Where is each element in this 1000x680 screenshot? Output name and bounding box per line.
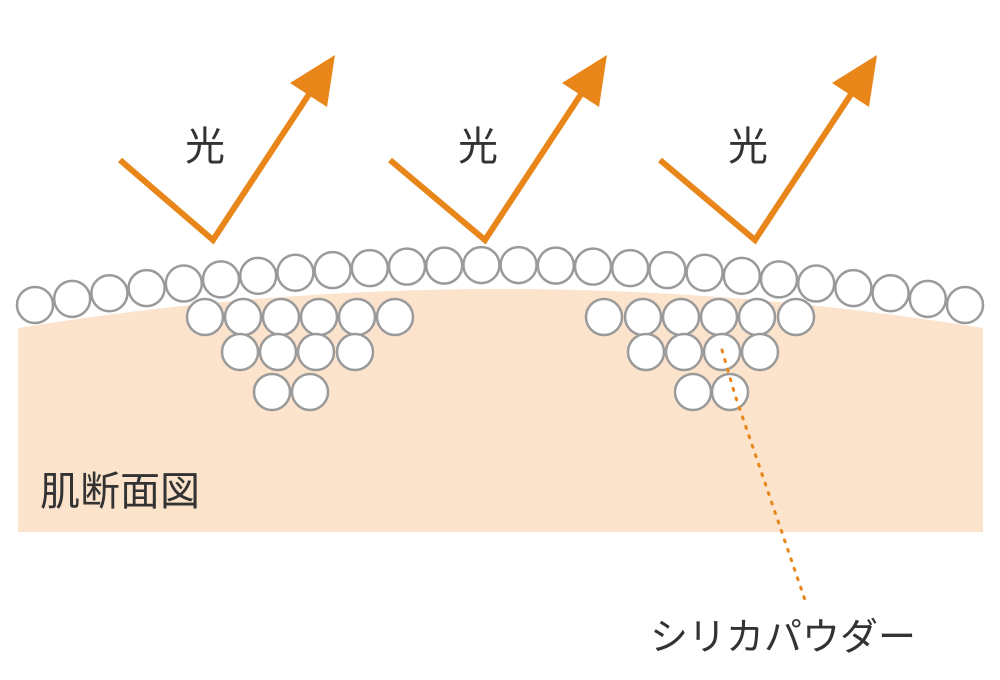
silica-particle: [710, 372, 750, 412]
silica-particle: [908, 279, 948, 319]
silica-particle: [337, 297, 377, 337]
silica-particle: [201, 260, 241, 299]
silica-particle: [685, 253, 724, 292]
light-arrow-1: [118, 68, 328, 245]
silica-particle: [699, 297, 739, 337]
silica-particle: [661, 297, 701, 337]
silica-particle: [722, 256, 762, 296]
silica-particle: [573, 247, 613, 286]
skin-section-label: 肌断面図: [40, 469, 200, 515]
silica-particle: [648, 250, 687, 290]
silica-particle: [220, 332, 260, 372]
silica-particle: [536, 246, 576, 285]
silica-particle: [276, 253, 315, 292]
silica-particle: [626, 332, 666, 372]
silica-particle: [740, 332, 780, 372]
silica-particle: [424, 246, 464, 285]
silica-particle: [664, 332, 704, 372]
silica-particle: [258, 332, 298, 372]
silica-particle: [375, 297, 415, 337]
silica-particle: [15, 285, 55, 325]
silica-particle: [290, 372, 330, 412]
light-arrow-2: [388, 68, 600, 245]
silica-particle: [610, 248, 650, 288]
silica-particle: [238, 256, 278, 296]
silica-particle: [584, 297, 624, 337]
silica-particle: [759, 260, 799, 299]
silica-particle: [185, 297, 225, 337]
silica-particle: [776, 297, 816, 337]
arrowhead-icon: [562, 55, 607, 107]
silica-particle: [252, 372, 292, 412]
silica-particle: [52, 279, 92, 319]
silica-particle: [299, 297, 339, 337]
silica-particle: [737, 297, 777, 337]
light-arrows: [118, 55, 877, 245]
silica-particle: [296, 332, 336, 372]
silica-particle: [796, 264, 836, 303]
light-label-1: 光: [185, 124, 225, 170]
light-label-3: 光: [728, 124, 768, 170]
silica-particle: [261, 297, 301, 337]
silica-particle: [462, 245, 501, 285]
silica-particle: [623, 297, 663, 337]
silica-particle: [871, 273, 910, 313]
light-label-2: 光: [458, 124, 498, 170]
silica-particle: [834, 268, 873, 308]
silica-particles: [15, 245, 985, 412]
silica-particle: [945, 285, 985, 325]
light-arrow-3: [658, 68, 870, 245]
silica-particle: [673, 372, 713, 412]
silica-particle: [499, 245, 538, 285]
silica-powder-label: シリカパウダー: [650, 615, 916, 659]
silica-particle: [223, 297, 263, 337]
silica-particle: [90, 273, 129, 313]
silica-particle: [313, 250, 352, 290]
arrowhead-icon: [290, 55, 335, 107]
silica-particle: [164, 264, 204, 303]
silica-particle: [387, 247, 427, 286]
silica-particle: [335, 332, 375, 372]
arrowhead-icon: [832, 55, 877, 107]
powder-leader-line: [720, 348, 807, 602]
silica-particle: [127, 268, 166, 308]
silica-particle: [350, 248, 390, 288]
